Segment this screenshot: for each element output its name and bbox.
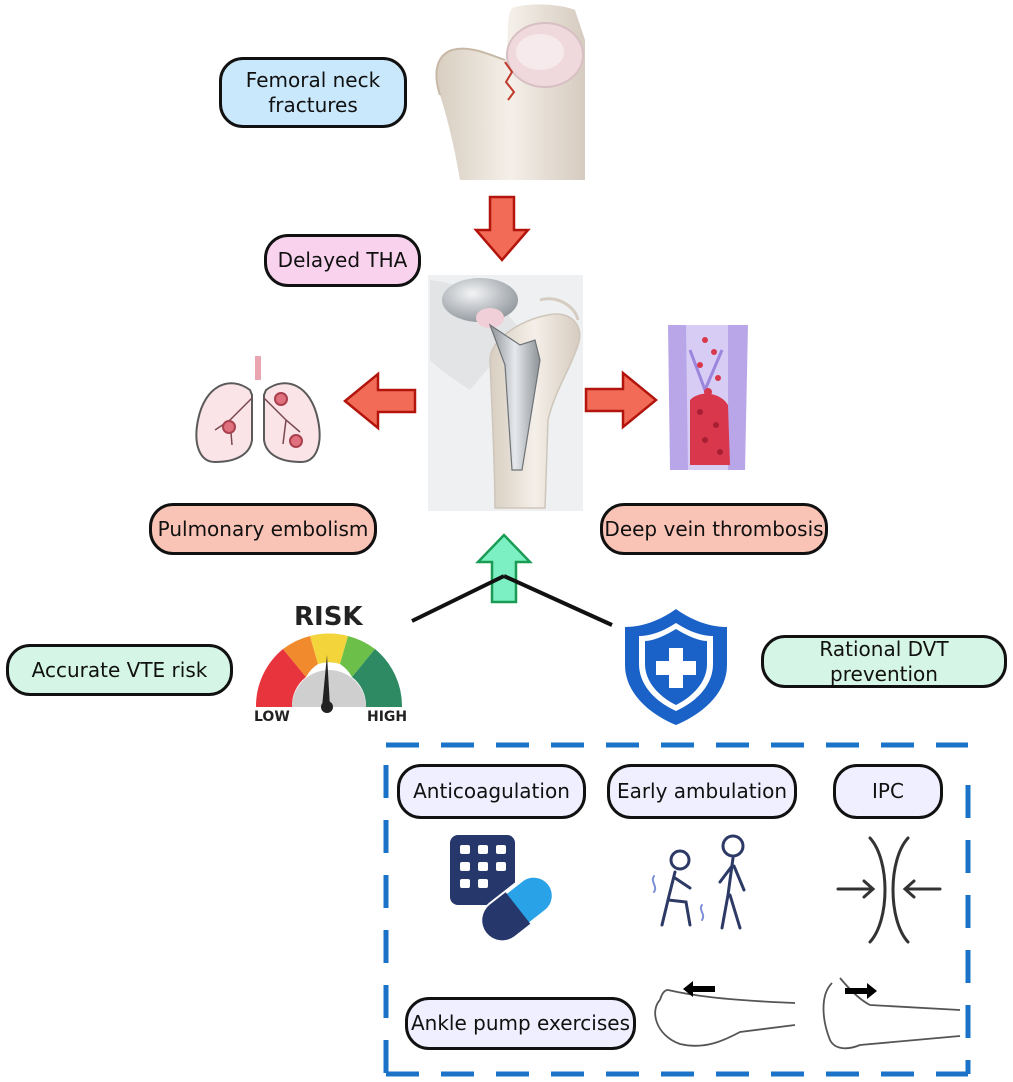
arrow-up: [475, 533, 533, 604]
rational-dvt-prevention-label: Rational DVT prevention: [761, 635, 1007, 688]
risk-gauge-icon: [255, 633, 403, 713]
lungs-icon: [195, 356, 321, 464]
gauge-title: RISK: [294, 602, 363, 632]
connector-left: [411, 574, 505, 623]
hip-prosthesis-illustration: [428, 275, 583, 511]
femur-fracture-illustration: [435, 4, 585, 180]
walking-people-icon: [651, 834, 746, 930]
arrow-down: [473, 195, 531, 262]
delayed-tha-label: Delayed THA: [264, 234, 421, 287]
femoral-neck-fractures-label: Femoral neck fractures: [219, 57, 407, 128]
deep-vein-thrombosis-label: Deep vein thrombosis: [600, 503, 828, 555]
direction-arrow-icons: [683, 981, 877, 999]
pulmonary-embolism-label: Pulmonary embolism: [149, 503, 377, 555]
arrow-left: [343, 371, 417, 431]
compression-icon: [836, 836, 942, 944]
gauge-high-label: HIGH: [367, 709, 408, 725]
accurate-vte-risk-label: Accurate VTE risk: [6, 644, 233, 696]
ankle-flex-illustration: [654, 977, 961, 1050]
vein-clot-icon: [668, 325, 748, 470]
gauge-low-label: LOW: [254, 709, 290, 725]
pills-icon: [450, 835, 556, 943]
anticoagulation-label: Anticoagulation: [397, 764, 586, 819]
connector-right: [503, 574, 613, 627]
medical-shield-icon: [625, 609, 727, 725]
ankle-pump-exercises-label: Ankle pump exercises: [405, 997, 636, 1050]
arrow-right: [584, 370, 658, 430]
early-ambulation-label: Early ambulation: [607, 764, 797, 819]
prevention-frame: [383, 742, 971, 1077]
ipc-label: IPC: [833, 764, 943, 819]
